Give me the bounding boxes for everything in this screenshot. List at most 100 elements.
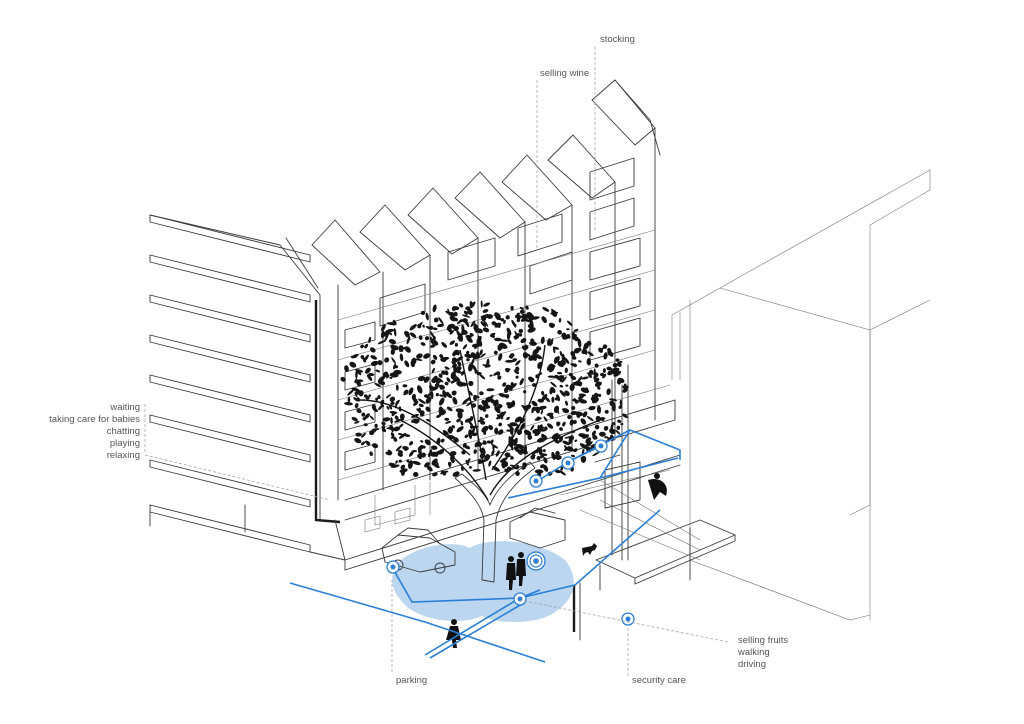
leaf [356, 408, 362, 414]
label-selling-wine: selling wine [540, 68, 589, 79]
leaf [432, 327, 438, 331]
leaf [470, 301, 476, 309]
leaf [619, 399, 622, 406]
leaf [412, 460, 421, 466]
leaf [401, 417, 405, 421]
leaf [389, 396, 396, 403]
leaf [369, 451, 373, 456]
leaf [364, 343, 369, 349]
leaf [360, 441, 366, 446]
leaf [570, 363, 578, 367]
leaf [601, 432, 606, 436]
leaf [430, 343, 436, 348]
leaf [397, 452, 403, 457]
leaf [578, 360, 582, 363]
leaf [572, 420, 577, 424]
leaf [452, 357, 456, 362]
leaf [502, 382, 507, 387]
leaf [375, 397, 379, 402]
leaf [484, 455, 490, 462]
leaf [504, 452, 511, 458]
leaf [354, 403, 359, 409]
leaf [620, 422, 624, 426]
label-chatting: chatting [107, 426, 140, 437]
leaf [413, 472, 419, 477]
leaf [568, 435, 574, 445]
leaf [479, 391, 484, 396]
leaf [585, 427, 590, 432]
leaf [540, 426, 544, 431]
leaf [417, 452, 424, 458]
leaf [520, 318, 526, 322]
leaf [377, 340, 386, 345]
leaf [422, 324, 425, 328]
leaf [403, 390, 409, 395]
leaf [592, 451, 600, 457]
leaf [505, 394, 510, 399]
leaf [506, 327, 512, 336]
label-playing: playing [110, 438, 140, 449]
leaf [452, 396, 458, 405]
tree-branch [491, 344, 546, 471]
leaf [571, 405, 576, 411]
leaf [416, 353, 423, 359]
leaf [519, 307, 524, 310]
leaf [369, 415, 375, 420]
leaf [556, 371, 563, 375]
leaf [445, 420, 452, 424]
leaf [466, 358, 470, 362]
leaf [546, 363, 553, 371]
leaf [456, 318, 463, 325]
leaf [446, 377, 451, 383]
leaf [527, 434, 533, 440]
leaf [418, 398, 426, 404]
leaf [578, 381, 582, 387]
leaf [548, 413, 554, 420]
leaf [530, 424, 535, 431]
leaf [423, 394, 430, 398]
leaf [581, 376, 590, 380]
leaf [444, 381, 449, 386]
leaf [480, 420, 486, 425]
leaf [473, 326, 479, 330]
leaf [591, 430, 596, 436]
leaf [453, 349, 460, 355]
leaf [622, 385, 629, 389]
leaf [464, 434, 469, 439]
leaf [492, 446, 495, 450]
leaf [340, 376, 346, 382]
leaf [473, 395, 477, 401]
leaf [356, 380, 362, 387]
leaf [606, 366, 612, 371]
leaf [354, 391, 358, 398]
leaf [409, 332, 417, 338]
leaf [409, 441, 414, 446]
leaf [597, 393, 602, 398]
leaf [513, 369, 520, 375]
leaf [545, 397, 550, 403]
leaf [497, 375, 502, 380]
leaf [456, 418, 461, 423]
leaf [444, 417, 450, 421]
leaf [551, 396, 555, 403]
leaf [479, 349, 483, 356]
leaf [464, 417, 473, 423]
leaf [365, 396, 370, 400]
leaf [541, 390, 545, 396]
leaf [564, 390, 570, 397]
leaf [420, 342, 426, 346]
leaf [350, 355, 357, 359]
leaf [604, 409, 609, 414]
leaf [559, 427, 563, 431]
leaf [493, 337, 503, 342]
person-silhouette-icon [506, 556, 516, 590]
leaf [471, 432, 478, 437]
leaf [559, 351, 563, 357]
leaf [566, 333, 571, 339]
leaf [495, 316, 502, 321]
leaf [370, 355, 378, 360]
leaf [481, 425, 489, 433]
leaf [535, 406, 540, 414]
leaf [550, 381, 557, 388]
leaf [476, 371, 482, 376]
